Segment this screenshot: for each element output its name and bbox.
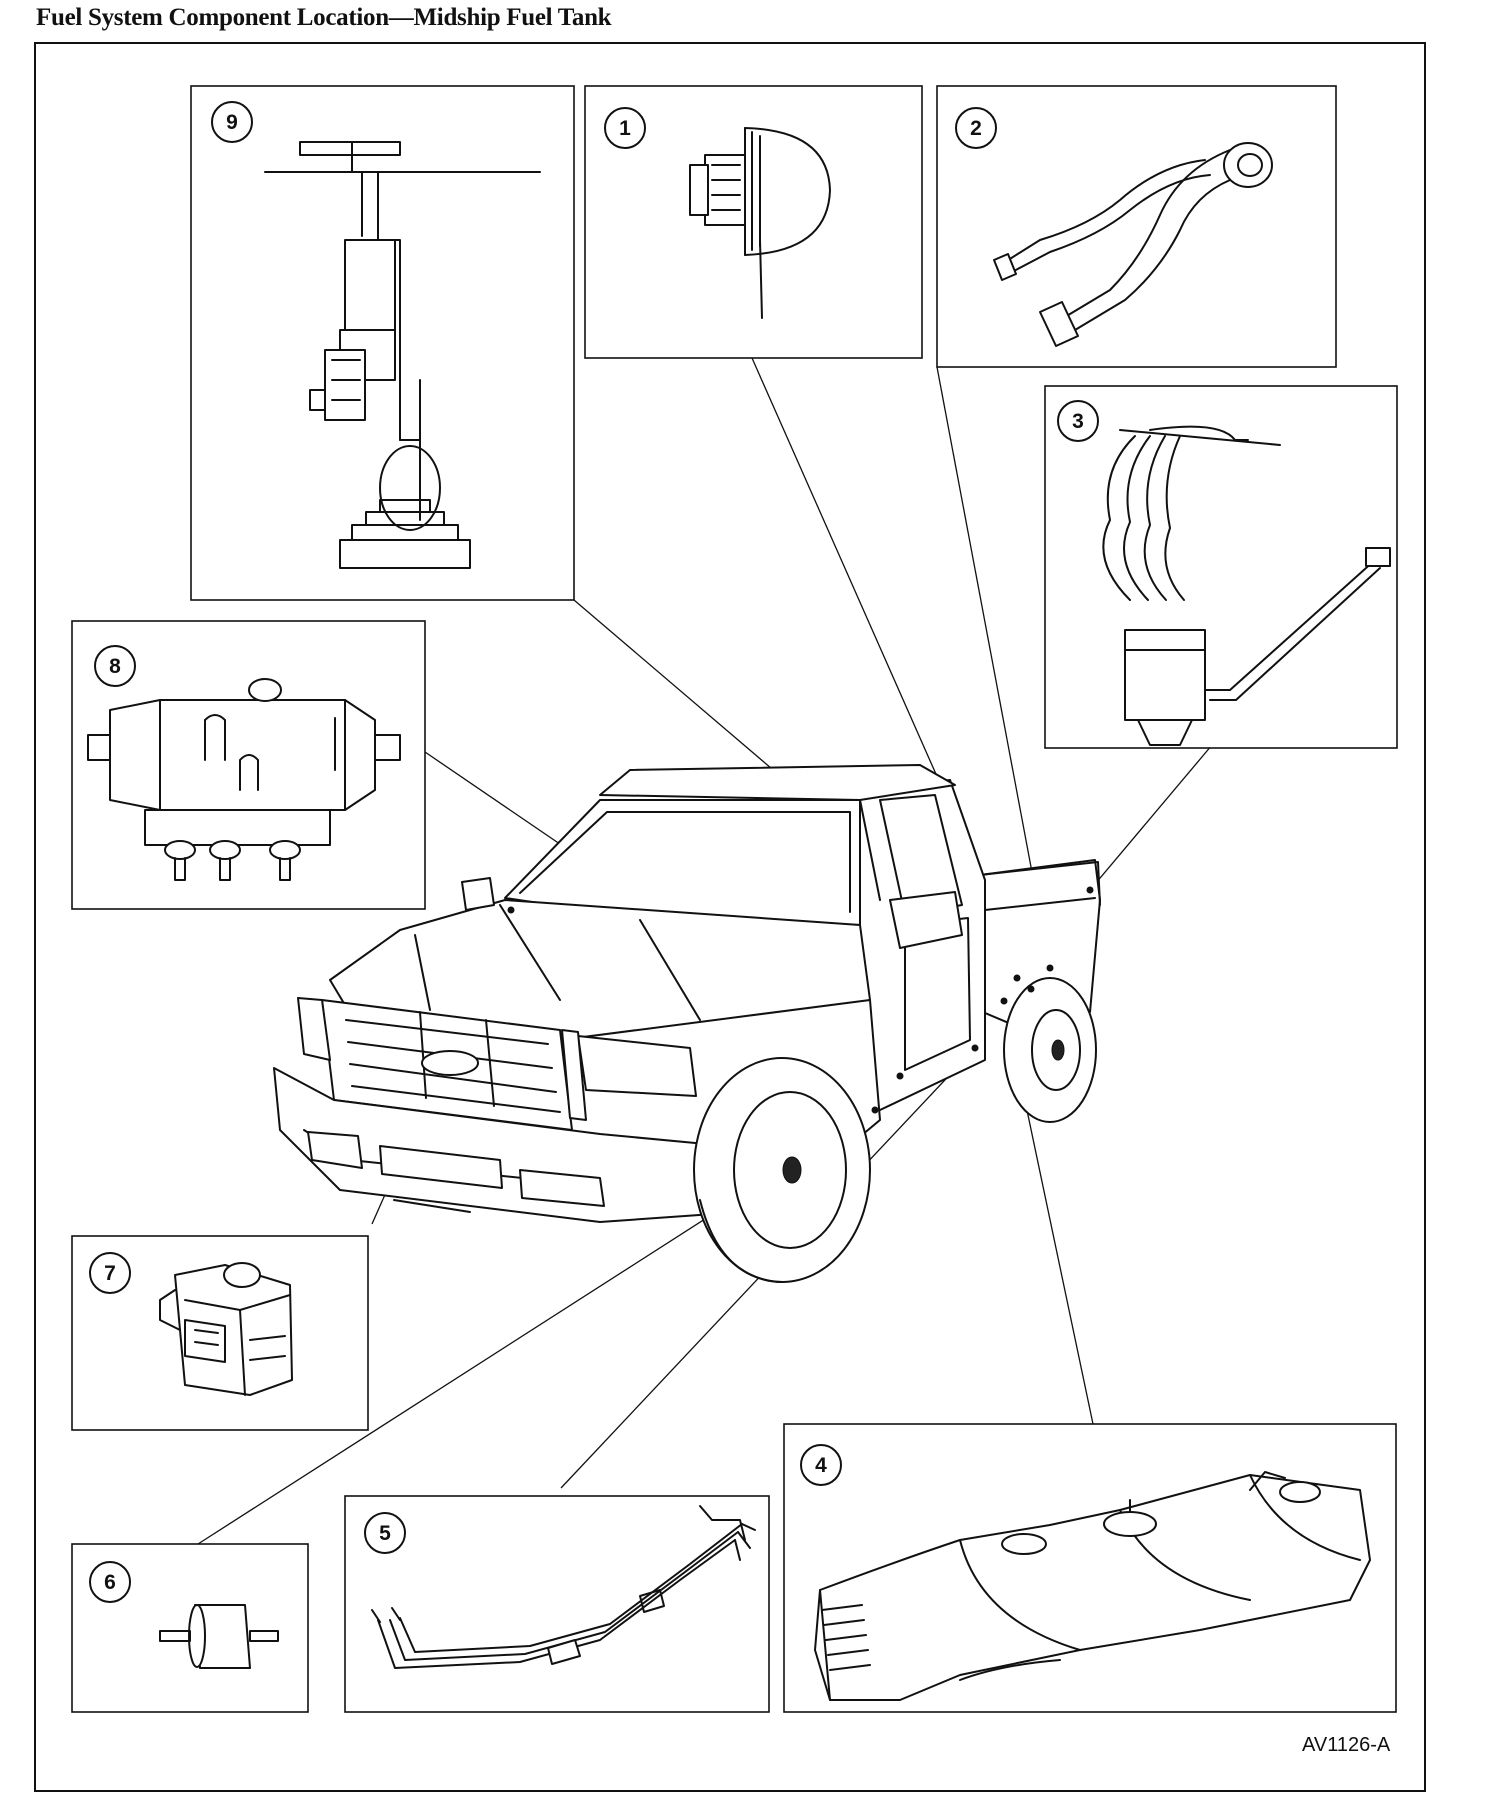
callout-number-9: 9 <box>226 111 238 134</box>
inertia-switch-1-illustration <box>689 127 831 319</box>
callout-badge-9: 9 <box>211 101 253 143</box>
figure-code: AV1126-A <box>1302 1734 1391 1756</box>
callout-badge-4: 4 <box>800 1444 842 1486</box>
fuel-tank-4-illustration <box>814 1471 1371 1701</box>
callout-panel-9: 9 <box>190 85 575 601</box>
fuel-filter-6-illustration <box>159 1604 279 1669</box>
fuel-pump-relay-7-illustration <box>159 1262 293 1396</box>
pickup-truck-illustration <box>273 764 1101 1283</box>
callout-number-5: 5 <box>379 1522 391 1545</box>
callout-number-2: 2 <box>970 117 982 140</box>
callout-panel-2: 2 <box>936 85 1337 368</box>
callout-number-6: 6 <box>104 1571 116 1594</box>
callout-badge-2: 2 <box>955 107 997 149</box>
callout-badge-3: 3 <box>1057 400 1099 442</box>
diagram-frame <box>34 42 1426 1792</box>
callout-badge-7: 7 <box>89 1252 131 1294</box>
callout-panel-7: 7 <box>71 1235 369 1431</box>
callout-panel-4: 4 <box>783 1423 1397 1713</box>
fuel-filler-pipe-2-illustration <box>993 142 1273 347</box>
fuel-lines-5-illustration <box>371 1505 756 1669</box>
callout-panel-8: 8 <box>71 620 426 910</box>
callout-number-4: 4 <box>815 1454 827 1477</box>
fuel-sender-pump-3-illustration <box>1102 425 1391 746</box>
callout-number-3: 3 <box>1072 410 1084 433</box>
callout-badge-1: 1 <box>604 107 646 149</box>
callout-badge-6: 6 <box>89 1561 131 1603</box>
fuel-pump-module-9-illustration <box>264 141 541 569</box>
page-title: Fuel System Component Location—Midship F… <box>36 4 612 31</box>
fuel-pump-driver-8-illustration <box>87 678 401 881</box>
callout-badge-8: 8 <box>94 645 136 687</box>
callout-panel-3: 3 <box>1044 385 1398 749</box>
callout-number-7: 7 <box>104 1262 116 1285</box>
callout-number-1: 1 <box>619 117 631 140</box>
callout-badge-5: 5 <box>364 1512 406 1554</box>
callout-number-8: 8 <box>109 655 121 678</box>
callout-panel-6: 6 <box>71 1543 309 1713</box>
leader-line-3 <box>1089 744 1213 891</box>
callout-panel-1: 1 <box>584 85 923 359</box>
callout-panel-5: 5 <box>344 1495 770 1713</box>
